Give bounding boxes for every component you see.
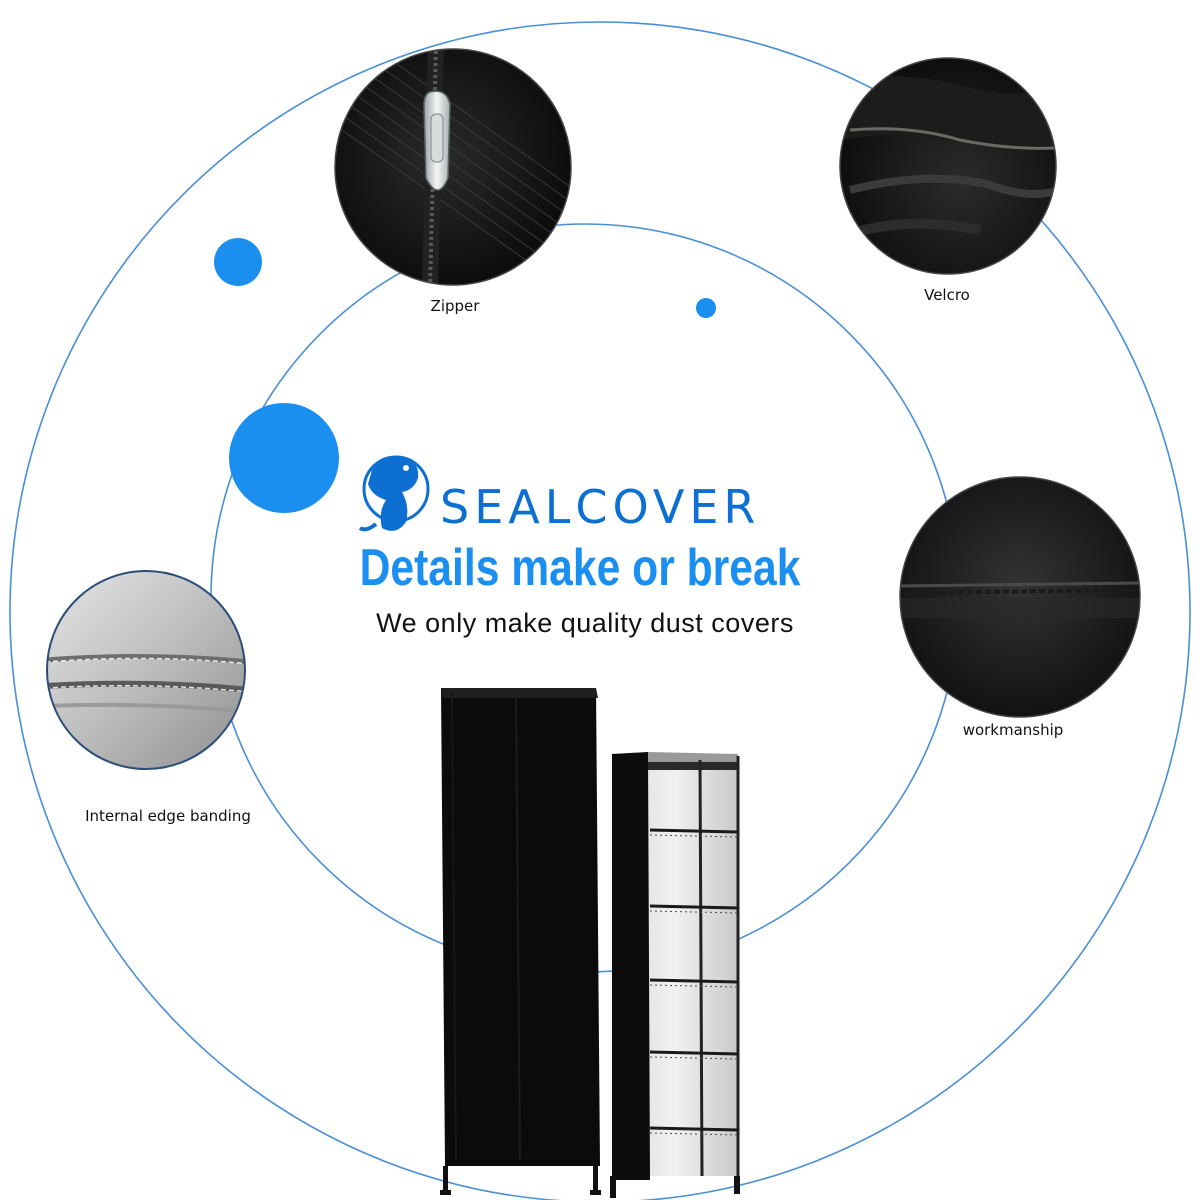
workmanship-label: workmanship (963, 721, 1064, 739)
brand-name: SEALCOVER (440, 480, 761, 534)
zipper-detail-photo (334, 48, 572, 286)
velcro-detail-photo (839, 57, 1057, 275)
velcro-label: Velcro (924, 286, 970, 304)
edge-banding-detail-photo (46, 570, 246, 770)
edge-banding-label: Internal edge banding (85, 807, 251, 825)
zipper-label: Zipper (431, 297, 481, 315)
tagline: We only make quality dust covers (376, 608, 794, 638)
workmanship-detail-photo (899, 476, 1141, 718)
outer-orbit-ring (9, 21, 1191, 1200)
decorative-dot-tiny (696, 298, 716, 318)
open-shelf-rack (610, 752, 740, 1198)
headline: Details make or break (359, 539, 801, 597)
sealcover-logo (358, 455, 430, 532)
covered-shelf-rack (440, 688, 601, 1195)
decorative-dot-large (229, 403, 339, 513)
decorative-dot-small (214, 238, 262, 286)
